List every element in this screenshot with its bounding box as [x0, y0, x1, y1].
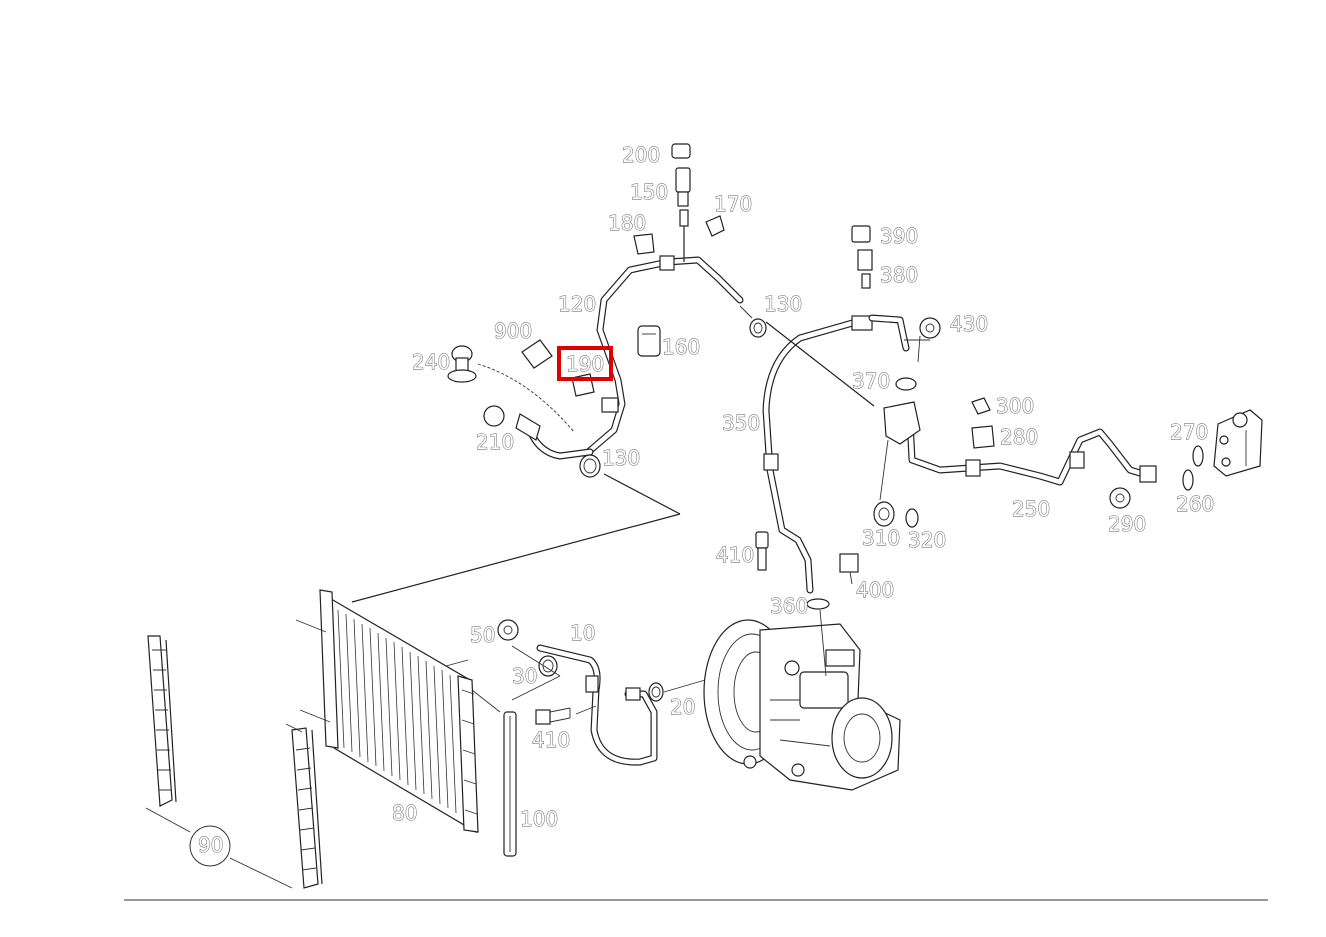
label-90[interactable]: 90 [198, 833, 224, 858]
pressure-sensor-150[interactable] [675, 167, 691, 227]
label-10[interactable]: 10 [570, 621, 596, 646]
label-130-top[interactable]: 130 [764, 292, 803, 317]
sensor-410-upper[interactable] [755, 531, 769, 571]
line-350[interactable] [762, 314, 910, 594]
label-240[interactable]: 240 [412, 350, 451, 375]
sensor-bracket-300-280[interactable] [971, 397, 995, 449]
bolt-410-lower[interactable] [535, 707, 571, 725]
leader-lines-right [765, 321, 930, 677]
line-250[interactable] [906, 416, 1157, 486]
clip-180[interactable] [633, 233, 655, 255]
label-270[interactable]: 270 [1170, 420, 1209, 445]
seal-ring-130-left[interactable] [579, 454, 601, 478]
label-350[interactable]: 350 [722, 411, 761, 436]
label-900[interactable]: 900 [494, 319, 533, 344]
label-120[interactable]: 120 [558, 292, 597, 317]
nut-50[interactable] [497, 619, 519, 641]
bracket-900[interactable] [521, 339, 553, 369]
bolt-400[interactable] [839, 553, 859, 585]
expansion-valve[interactable] [1213, 409, 1263, 477]
label-260[interactable]: 260 [1176, 492, 1215, 517]
label-170[interactable]: 170 [714, 192, 753, 217]
seal-ring-30[interactable] [538, 655, 558, 677]
grommet-310[interactable] [873, 501, 895, 527]
compressor[interactable] [703, 619, 901, 791]
valve-assembly-370[interactable] [879, 377, 921, 501]
switch-380-390[interactable] [851, 225, 873, 289]
seal-rings-260-270[interactable] [1182, 445, 1204, 491]
callout-circle-90 [189, 825, 231, 867]
label-290[interactable]: 290 [1108, 512, 1147, 537]
clip-170[interactable] [705, 215, 725, 237]
side-bracket-left[interactable] [147, 635, 177, 807]
label-50[interactable]: 50 [470, 623, 496, 648]
line-10[interactable] [536, 644, 658, 766]
label-360[interactable]: 360 [770, 594, 809, 619]
label-20[interactable]: 20 [670, 695, 696, 720]
valve-240[interactable] [447, 345, 477, 383]
label-410-lower[interactable]: 410 [532, 728, 571, 753]
label-320[interactable]: 320 [908, 528, 947, 553]
highlight-box [557, 346, 613, 381]
label-80[interactable]: 80 [392, 801, 418, 826]
label-190[interactable]: 190 [566, 352, 605, 377]
label-300[interactable]: 300 [996, 394, 1035, 419]
seal-ring-360[interactable] [806, 598, 830, 610]
condenser-leader-lines [295, 473, 681, 723]
label-370[interactable]: 370 [852, 369, 891, 394]
label-160[interactable]: 160 [662, 335, 701, 360]
nut-430[interactable] [919, 317, 941, 339]
line-120[interactable] [582, 224, 744, 458]
label-210[interactable]: 210 [476, 430, 515, 455]
label-180[interactable]: 180 [608, 211, 647, 236]
label-250[interactable]: 250 [1012, 497, 1051, 522]
connector-200[interactable] [671, 143, 691, 159]
label-410-upper[interactable]: 410 [716, 543, 755, 568]
condenser[interactable] [319, 589, 479, 834]
label-30[interactable]: 30 [512, 664, 538, 689]
label-130-left[interactable]: 130 [602, 446, 641, 471]
label-150[interactable]: 150 [630, 180, 669, 205]
seal-320[interactable] [905, 508, 919, 528]
label-390[interactable]: 390 [880, 224, 919, 249]
label-400[interactable]: 400 [856, 578, 895, 603]
bracket-160[interactable] [637, 325, 661, 357]
label-200[interactable]: 200 [622, 143, 661, 168]
side-bracket-right[interactable] [291, 727, 323, 889]
label-430[interactable]: 430 [950, 312, 989, 337]
label-310[interactable]: 310 [862, 526, 901, 551]
label-100[interactable]: 100 [520, 807, 559, 832]
line-210-section[interactable] [483, 405, 594, 460]
bracket-leader-lines [145, 723, 303, 889]
receiver-drier[interactable] [503, 711, 517, 857]
part-labels: 200 150 170 180 120 130 900 160 240 190 … [198, 143, 1215, 858]
label-280[interactable]: 280 [1000, 425, 1039, 450]
label-380[interactable]: 380 [880, 263, 919, 288]
nut-290[interactable] [1109, 487, 1131, 509]
leader-lines-upper [477, 305, 753, 433]
seal-ring-130-top[interactable] [749, 318, 767, 338]
seal-ring-20[interactable] [648, 682, 664, 702]
